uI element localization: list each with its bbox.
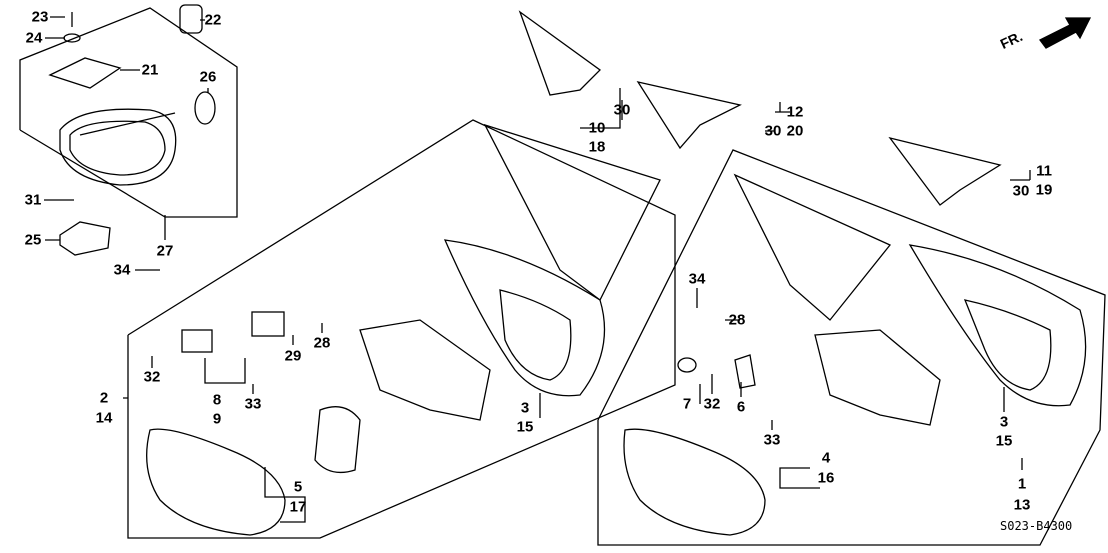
- callout-14: 14: [95, 409, 113, 427]
- callout-13: 13: [1013, 496, 1031, 514]
- callout-2: 2: [99, 389, 109, 407]
- right-triangle-frame: [733, 173, 892, 321]
- callout-5: 5: [293, 478, 303, 496]
- callout-25: 25: [24, 231, 42, 249]
- callout-7: 7: [682, 395, 692, 413]
- callout-15: 15: [516, 418, 534, 436]
- right-mirror-housing: [908, 244, 1087, 407]
- left-mirror-group-box: [127, 119, 676, 539]
- callout-3: 3: [520, 399, 530, 417]
- callout-30: 30: [613, 101, 631, 119]
- left-mirror-housing: [443, 239, 606, 397]
- cap-7: [677, 357, 697, 373]
- washer-24: [63, 33, 81, 43]
- callout-32: 32: [703, 395, 721, 413]
- callout-28: 28: [728, 311, 746, 329]
- rearview-mirror: [59, 108, 177, 186]
- callout-1: 1: [1017, 475, 1027, 493]
- garnish-11: [888, 136, 1002, 206]
- callout-27: 27: [156, 242, 174, 260]
- right-mirror-group-box: [597, 149, 1106, 546]
- callout-3: 3: [999, 413, 1009, 431]
- callout-12: 12: [786, 103, 804, 121]
- callout-33: 33: [763, 431, 781, 449]
- garnish-10: [518, 10, 601, 96]
- callout-8: 8: [212, 391, 222, 409]
- callout-19: 19: [1035, 181, 1053, 199]
- callout-30: 30: [1012, 182, 1030, 200]
- callout-34: 34: [113, 261, 131, 279]
- callout-34: 34: [688, 270, 706, 288]
- callout-24: 24: [25, 29, 43, 47]
- left-triangle-frame: [483, 123, 661, 301]
- callout-15: 15: [995, 432, 1013, 450]
- right-mirror-glass: [623, 428, 766, 536]
- callout-9: 9: [212, 410, 222, 428]
- front-arrow-icon: [1039, 17, 1092, 49]
- rearview-group-box: [19, 7, 238, 218]
- callout-6: 6: [736, 398, 746, 416]
- callout-4: 4: [821, 449, 831, 467]
- callout-18: 18: [588, 138, 606, 156]
- switch-29: [251, 311, 285, 337]
- callout-20: 20: [786, 122, 804, 140]
- diagram-code: S023-B4300: [1000, 519, 1073, 533]
- left-mirror-glass: [146, 428, 286, 536]
- callout-28: 28: [313, 334, 331, 352]
- callout-33: 33: [244, 395, 262, 413]
- callout-29: 29: [284, 347, 302, 365]
- left-bracket: [359, 319, 491, 421]
- right-bracket: [814, 329, 941, 426]
- callout-17: 17: [289, 498, 307, 516]
- knob-6: [734, 354, 756, 389]
- callout-32: 32: [143, 368, 161, 386]
- cover-22: [179, 4, 203, 34]
- garnish-12: [636, 81, 742, 150]
- callout-26: 26: [199, 68, 217, 86]
- callout-31: 31: [24, 191, 42, 209]
- callout-22: 22: [204, 11, 222, 29]
- mount-base-21: [48, 57, 122, 89]
- cover-25: [59, 221, 111, 256]
- callout-16: 16: [817, 469, 835, 487]
- callout-23: 23: [31, 8, 49, 26]
- ring-26: [194, 91, 216, 125]
- callout-21: 21: [141, 61, 159, 79]
- callout-30: 30: [764, 122, 782, 140]
- left-actuator: [314, 406, 361, 474]
- switch-8: [181, 329, 213, 353]
- callout-11: 11: [1036, 162, 1052, 180]
- callout-10: 10: [588, 119, 606, 137]
